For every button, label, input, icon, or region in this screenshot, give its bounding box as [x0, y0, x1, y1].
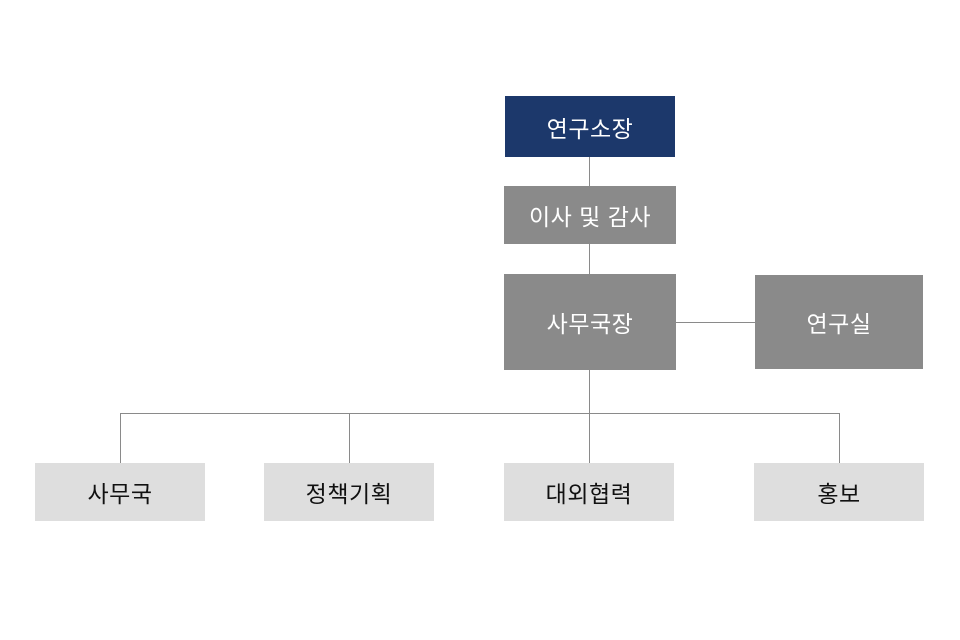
org-node-secretary-general: 사무국장 — [504, 274, 676, 370]
org-node-policy-planning: 정책기획 — [264, 463, 434, 521]
connector-board-secretary — [589, 244, 590, 274]
org-node-public-relations: 홍보 — [754, 463, 924, 521]
connector-secretary-researchlab — [676, 322, 755, 323]
org-node-secretariat: 사무국 — [35, 463, 205, 521]
org-node-external-cooperation: 대외협력 — [504, 463, 674, 521]
connector-director-board — [589, 157, 590, 186]
connector-drop-secretariat — [120, 413, 121, 463]
connector-secretary-bottom — [589, 370, 590, 463]
connector-bottom-bus — [120, 413, 840, 414]
org-node-director: 연구소장 — [505, 96, 675, 157]
org-node-research-lab: 연구실 — [755, 275, 923, 369]
org-node-board-and-auditors: 이사 및 감사 — [504, 186, 676, 244]
connector-drop-policy-planning — [349, 413, 350, 463]
connector-drop-public-relations — [839, 413, 840, 463]
